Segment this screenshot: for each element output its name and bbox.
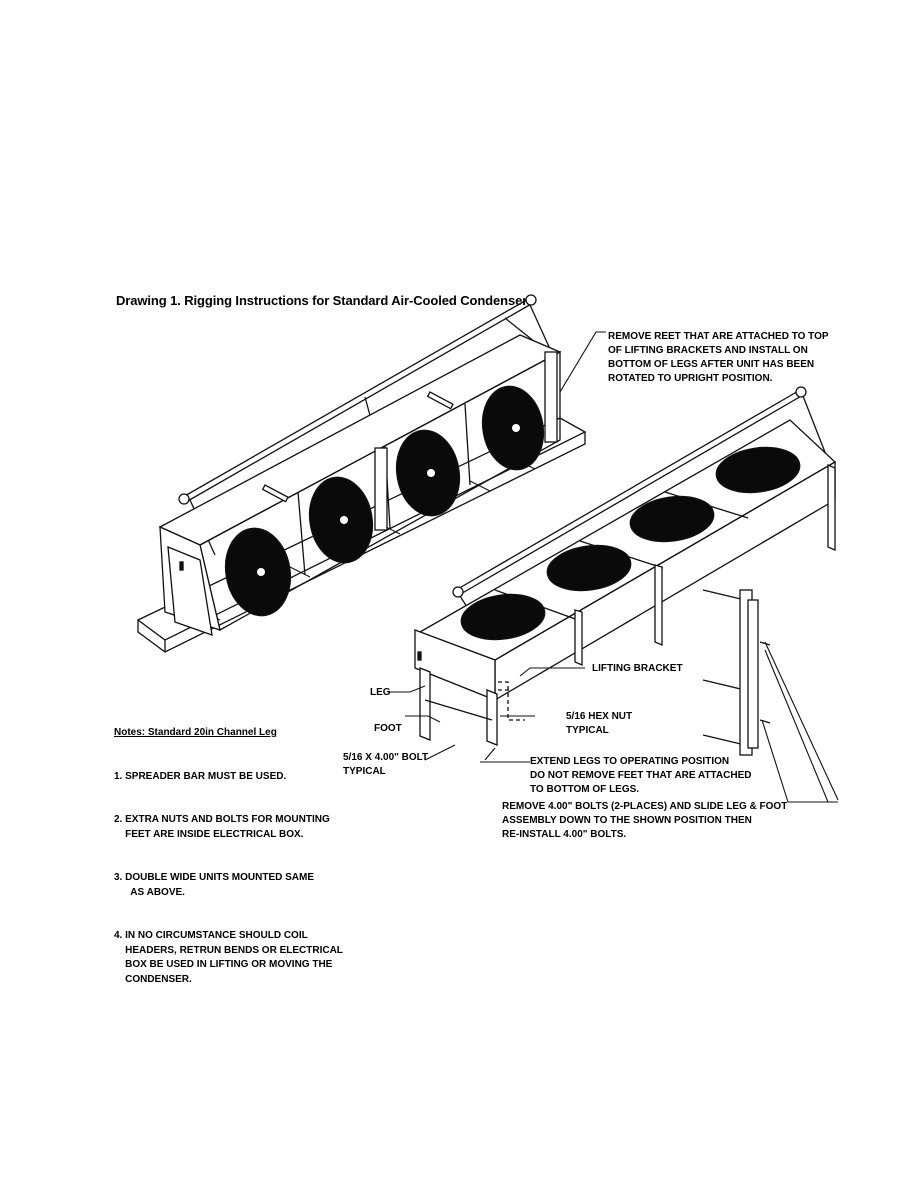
drawing-title: Drawing 1. Rigging Instructions for Stan… [116,293,528,308]
leader-lines [388,331,839,803]
note-item-3: 3. DOUBLE WIDE UNITS MOUNTED SAME AS ABO… [114,872,315,898]
left-condenser-unit [136,294,587,653]
bolt-label: 5/16 X 4.00" BOLT TYPICAL [343,752,429,777]
extend-legs-callout: EXTEND LEGS TO OPERATING POSITION DO NOT… [530,756,752,795]
notes-block: Notes: Standard 20in Channel Leg 1. SPRE… [114,697,343,1002]
leg-label: LEG [370,687,391,698]
right-condenser-unit [414,386,837,746]
note-item-1: 1. SPREADER BAR MUST BE USED. [114,770,287,782]
remove-feet-callout: REMOVE REET THAT ARE ATTACHED TO TOP OF … [608,331,829,384]
hex-nut-label: 5/16 HEX NUT TYPICAL [566,711,633,736]
note-item-2: 2. EXTRA NUTS AND BOLTS FOR MOUNTING FEE… [114,814,330,840]
note-item-4: 4. IN NO CIRCUMSTANCE SHOULD COIL HEADER… [114,930,343,985]
leg-detail-view [702,589,771,756]
remove-bolts-callout: REMOVE 4.00" BOLTS (2-PLACES) AND SLIDE … [502,801,788,840]
lifting-bracket-label: LIFTING BRACKET [592,663,683,674]
foot-label: FOOT [374,723,402,734]
notes-heading: Notes: Standard 20in Channel Leg [114,727,277,738]
